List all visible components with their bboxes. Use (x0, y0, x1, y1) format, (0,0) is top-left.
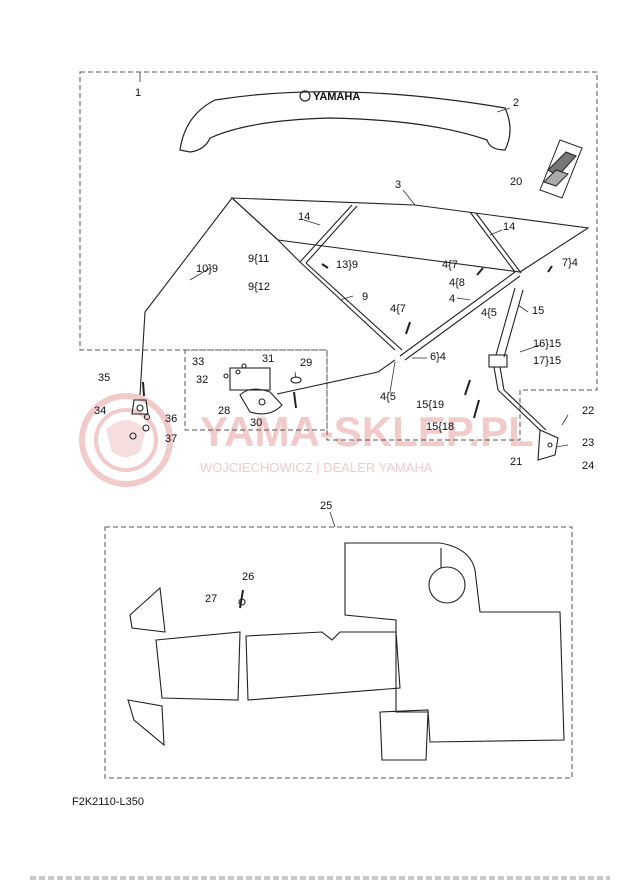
callout-28: 28 (218, 405, 230, 417)
brand-logo: YAMAHA (313, 91, 360, 103)
callout-1: 1 (135, 87, 141, 99)
callout-9: 9 (362, 291, 368, 303)
callout-23: 23 (582, 437, 594, 449)
callout-4-8: 4{8 (449, 277, 465, 289)
callout-6-4: 6}4 (430, 351, 446, 363)
group-1-outline (79, 71, 598, 441)
watermark-main-text: YAMA-SKLEP.PL (200, 408, 534, 455)
leader-lines (139, 72, 569, 528)
callout-16-15: 16}15 (533, 338, 561, 350)
callout-29: 29 (300, 357, 312, 369)
group-25-outline (104, 526, 573, 779)
callout-20: 20 (510, 176, 522, 188)
callout-30: 30 (250, 417, 262, 429)
callout-3: 3 (395, 179, 401, 191)
callout-9-11: 9{11 (248, 253, 269, 265)
left-bracket (129, 381, 151, 440)
watermark-sub-text: WOJCIECHOWICZ | DEALER YAMAHA (200, 460, 433, 475)
callout-4: 4 (449, 293, 455, 305)
callout-10-9: 10}9 (196, 263, 218, 275)
callout-9-12: 9{12 (248, 281, 270, 293)
callout-22: 22 (582, 405, 594, 417)
callout-34: 34 (94, 405, 106, 417)
bimini-top (139, 197, 590, 461)
callout-27: 27 (205, 593, 217, 605)
callout-24: 24 (582, 460, 594, 472)
callout-7-4: 7}4 (562, 257, 578, 269)
label-sticker (539, 139, 583, 199)
callout-31: 31 (262, 353, 274, 365)
callout-14-right: 14 (503, 221, 515, 233)
watermark: YAMA-SKLEP.PL WOJCIECHOWICZ | DEALER YAM… (79, 393, 534, 487)
callout-17-15: 17}15 (533, 355, 561, 367)
callout-25: 25 (320, 500, 332, 512)
arch-cover: YAMAHA (179, 90, 511, 153)
floor-mats (127, 542, 565, 761)
diagram-code: F2K2110-L350 (72, 796, 144, 808)
watermark-logo (79, 393, 173, 487)
callout-26: 26 (242, 571, 254, 583)
callout-33: 33 (192, 356, 204, 368)
callout-4-5-left: 4{5 (380, 391, 396, 403)
bottom-strip (30, 876, 610, 880)
callout-15-18: 15{18 (426, 421, 454, 433)
callout-37: 37 (165, 433, 177, 445)
callout-13-9: 13}9 (336, 259, 358, 271)
callout-4-5-right: 4{5 (481, 307, 497, 319)
callout-21: 21 (510, 456, 522, 468)
callout-15: 15 (532, 305, 544, 317)
callout-15-19: 15{19 (416, 399, 444, 411)
hinge-assembly (223, 363, 379, 415)
callout-32: 32 (196, 374, 208, 386)
callout-4-7-mid: 4{7 (390, 303, 406, 315)
callout-4-7-top: 4{7 (442, 259, 458, 271)
callout-35: 35 (98, 372, 110, 384)
callout-36: 36 (165, 413, 177, 425)
callout-14-left: 14 (298, 211, 310, 223)
callout-2: 2 (513, 97, 519, 109)
callout-labels: 1 2 20 3 14 14 9{11 13}9 10}9 9{12 9 4{7… (94, 87, 594, 605)
